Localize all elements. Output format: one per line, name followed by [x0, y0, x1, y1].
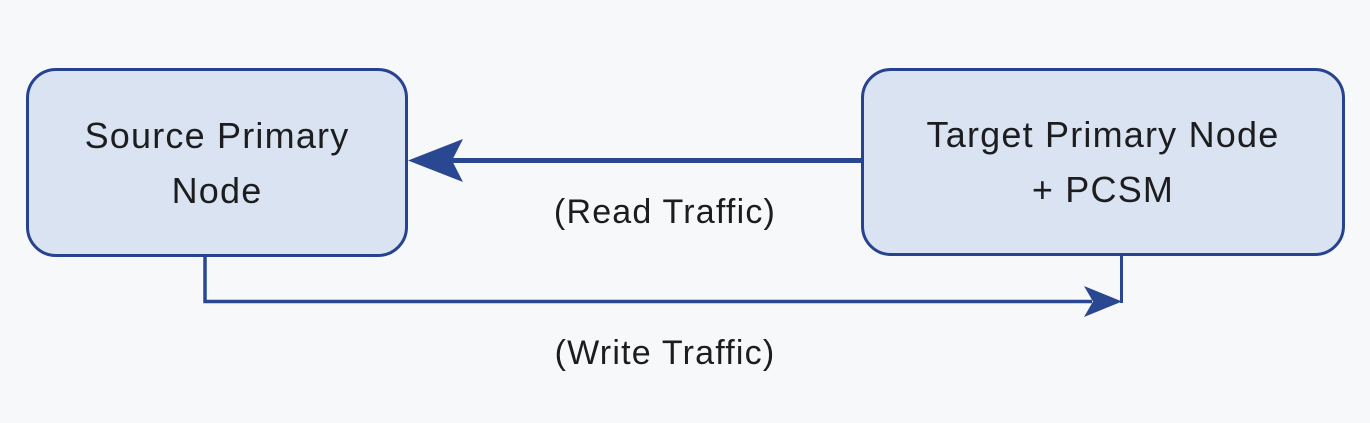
read-traffic-arrowhead: [408, 139, 463, 182]
node-target-primary: Target Primary Node + PCSM: [861, 68, 1345, 256]
write-traffic-arrowhead: [1084, 286, 1122, 317]
node-source-primary: Source Primary Node: [26, 68, 408, 257]
write-traffic-label: (Write Traffic): [554, 334, 776, 372]
write-traffic-arrow-line: [203, 256, 1092, 304]
node-source-label-line1: Source Primary: [84, 114, 350, 156]
node-target-label-line1: Target Primary Node: [926, 114, 1280, 155]
node-target-label-line2: + PCSM: [1031, 169, 1175, 210]
read-traffic-label: (Read Traffic): [553, 193, 777, 231]
node-source-label-line2: Node: [171, 169, 263, 211]
